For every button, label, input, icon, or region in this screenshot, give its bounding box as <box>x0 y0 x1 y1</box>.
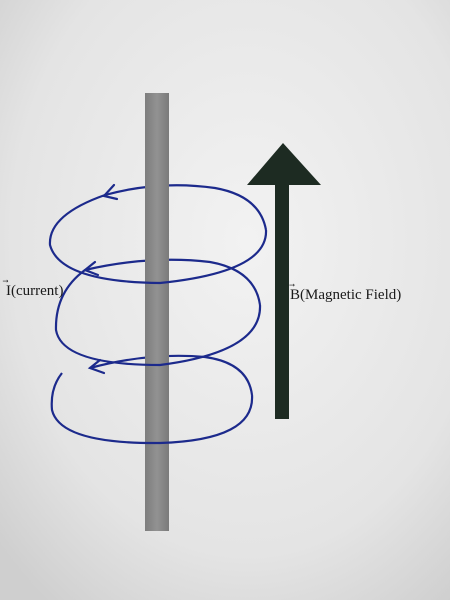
coil-loop-top-back <box>104 184 268 231</box>
current-symbol: I⃗ <box>6 283 11 299</box>
field-symbol: B⃗ <box>290 287 301 303</box>
current-label-text: (current) <box>11 283 64 299</box>
coil-loop-middle-back <box>84 258 262 306</box>
magnetic-field-label: B⃗(Magnetic Field) <box>290 287 401 304</box>
current-arrow-middle-icon <box>82 260 100 277</box>
field-arrow-shaft <box>275 183 289 419</box>
current-arrows <box>82 183 119 375</box>
coil-loop-top-front <box>48 193 268 285</box>
field-arrow-head-icon <box>247 143 321 185</box>
conductor-rod <box>145 93 169 531</box>
coil-loop-bottom-front <box>50 372 254 445</box>
magnetic-field-arrow <box>247 143 321 419</box>
field-label-text: (Magnetic Field) <box>300 287 402 303</box>
current-arrow-top-icon <box>101 183 119 201</box>
current-arrow-bottom-icon <box>87 358 106 375</box>
current-label: I⃗(current) <box>6 283 63 300</box>
